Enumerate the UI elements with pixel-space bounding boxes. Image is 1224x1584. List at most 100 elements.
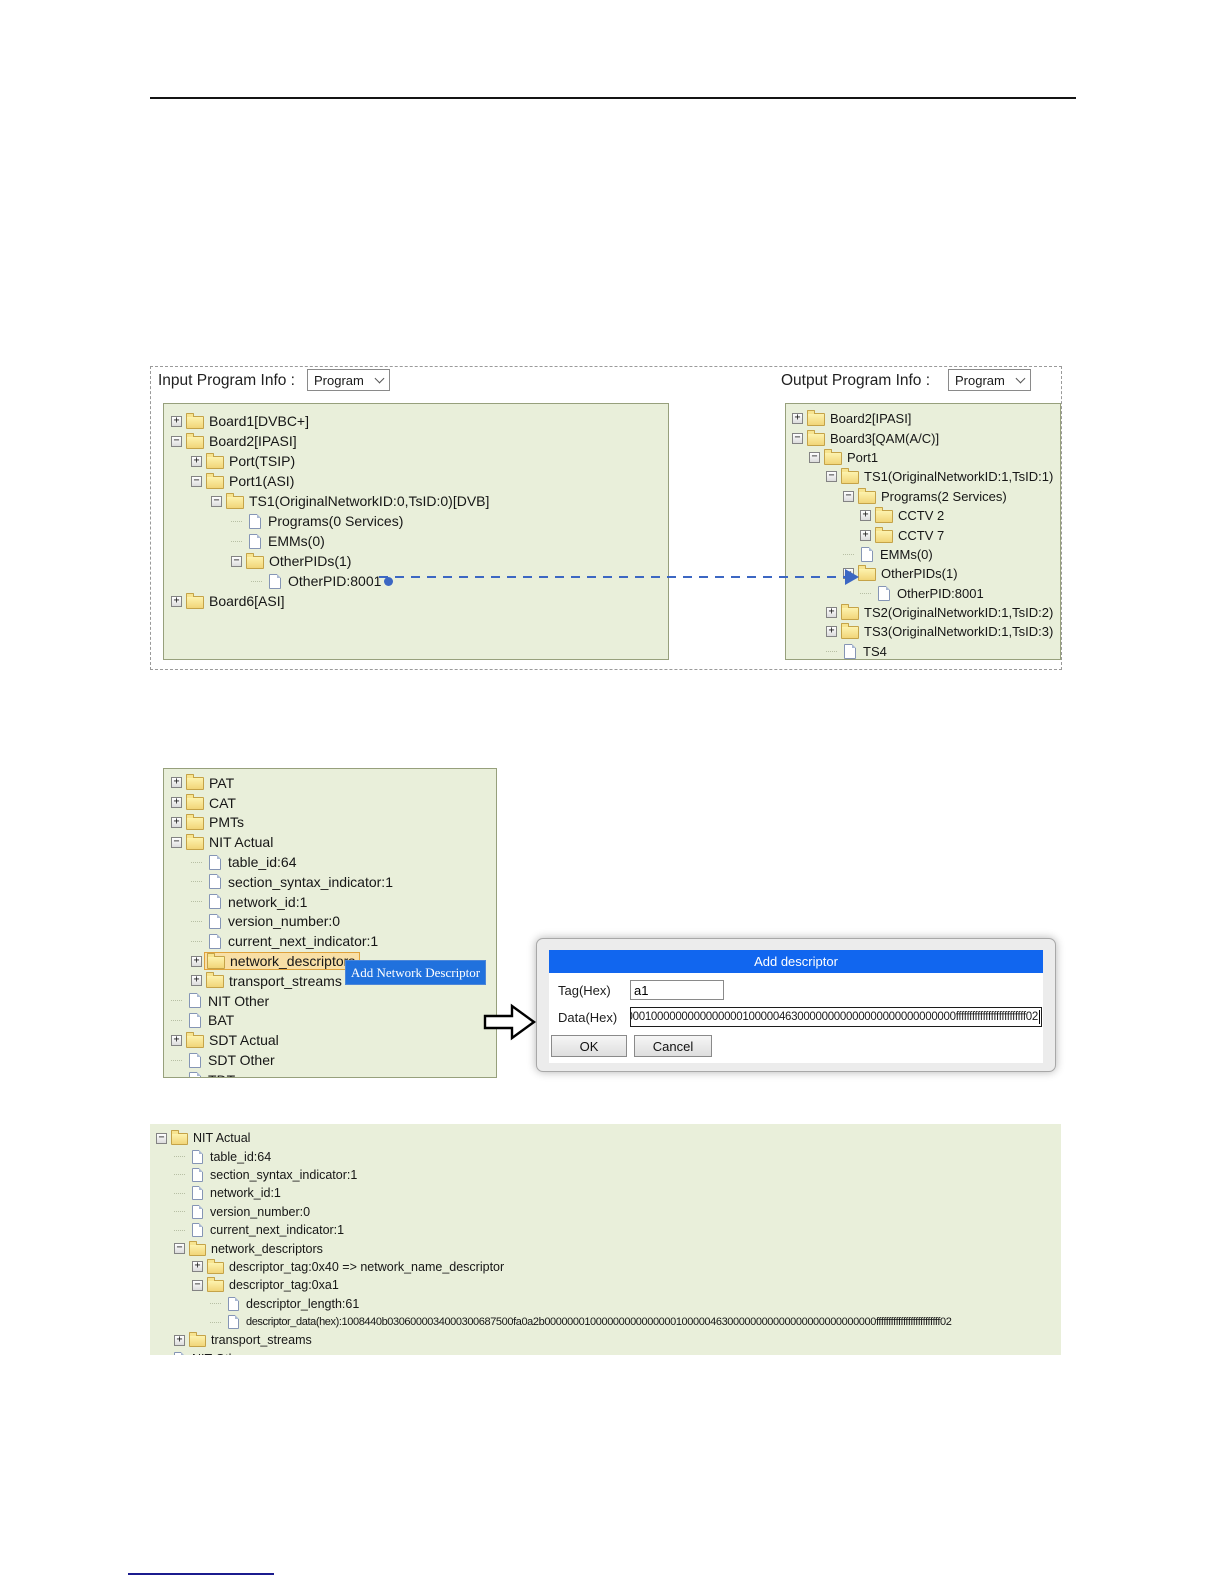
doc-icon: [192, 1204, 203, 1219]
collapse-minus-icon[interactable]: −: [171, 435, 182, 447]
tree-node[interactable]: OtherPID:8001: [171, 571, 668, 591]
collapse-minus-icon[interactable]: −: [809, 451, 820, 463]
expand-plus-icon[interactable]: +: [192, 1261, 203, 1273]
tree-node[interactable]: −OtherPIDs(1): [792, 564, 1060, 583]
tree-node[interactable]: −Board3[QAM(A/C)]: [792, 428, 1060, 447]
expand-plus-icon[interactable]: +: [171, 797, 182, 809]
selected-node-highlight[interactable]: network_descriptors: [204, 952, 361, 971]
expand-plus-icon[interactable]: +: [191, 455, 202, 467]
tree-node[interactable]: −network_descriptors: [156, 1239, 1061, 1257]
tree-label: SDT Actual: [209, 1032, 279, 1049]
expand-plus-icon[interactable]: +: [860, 510, 871, 522]
tree-node[interactable]: −Port1: [792, 448, 1060, 467]
tree-node[interactable]: −Board2[IPASI]: [171, 431, 668, 451]
tree-node[interactable]: EMMs(0): [792, 545, 1060, 564]
tree-node[interactable]: −TS1(OriginalNetworkID:1,TsID:1): [792, 467, 1060, 486]
expand-plus-icon[interactable]: +: [171, 595, 182, 607]
tree-node[interactable]: +Board6[ASI]: [171, 591, 668, 611]
tree-node[interactable]: +Port(TSIP): [171, 451, 668, 471]
expand-plus-icon[interactable]: +: [174, 1334, 185, 1346]
tree-label: network_descriptors: [230, 953, 356, 970]
tree-node[interactable]: +descriptor_tag:0x40 => network_name_des…: [156, 1258, 1061, 1276]
tree-node[interactable]: −descriptor_tag:0xa1: [156, 1276, 1061, 1294]
tree-node[interactable]: +CAT: [171, 793, 496, 813]
tree-node[interactable]: NIT Other: [171, 991, 496, 1011]
tree-node[interactable]: +CCTV 7: [792, 525, 1060, 544]
expand-plus-icon[interactable]: +: [171, 415, 182, 427]
doc-icon: [209, 933, 221, 949]
tree-node[interactable]: table_id:64: [171, 852, 496, 872]
tree-node[interactable]: +TS3(OriginalNetworkID:1,TsID:3): [792, 622, 1060, 641]
tree-node[interactable]: version_number:0: [171, 912, 496, 932]
expand-plus-icon[interactable]: +: [191, 975, 202, 987]
tree-node[interactable]: +transport_streams: [156, 1331, 1061, 1349]
tag-hex-input[interactable]: [630, 980, 724, 1000]
tree-node[interactable]: −Programs(2 Services): [792, 487, 1060, 506]
tree-node[interactable]: TS4: [792, 642, 1060, 659]
tree-node[interactable]: +transport_streams: [171, 971, 496, 991]
output-type-select[interactable]: Program: [948, 369, 1031, 391]
tree-node[interactable]: current_next_indicator:1: [156, 1221, 1061, 1239]
tree-node[interactable]: BAT: [171, 1011, 496, 1031]
doc-icon: [228, 1296, 239, 1311]
tree-node[interactable]: section_syntax_indicator:1: [171, 872, 496, 892]
collapse-minus-icon[interactable]: −: [826, 471, 837, 483]
input-type-select[interactable]: Program: [307, 369, 390, 391]
cancel-button[interactable]: Cancel: [634, 1035, 712, 1057]
doc-icon: [209, 894, 221, 910]
expand-plus-icon[interactable]: +: [792, 413, 803, 425]
tree-guide: [174, 1156, 185, 1158]
expand-plus-icon[interactable]: +: [826, 626, 837, 638]
tree-node[interactable]: +PMTs: [171, 813, 496, 833]
collapse-minus-icon[interactable]: −: [192, 1279, 203, 1291]
expand-plus-icon[interactable]: +: [860, 529, 871, 541]
tree-node[interactable]: +Board1[DVBC+]: [171, 411, 668, 431]
tree-node[interactable]: current_next_indicator:1: [171, 931, 496, 951]
collapse-minus-icon[interactable]: −: [174, 1243, 185, 1255]
tree-node[interactable]: +PAT: [171, 773, 496, 793]
tree-node[interactable]: section_syntax_indicator:1: [156, 1166, 1061, 1184]
tree-node[interactable]: version_number:0: [156, 1203, 1061, 1221]
tree-label: Board2[IPASI]: [830, 411, 912, 427]
tree-node[interactable]: network_id:1: [171, 892, 496, 912]
tree-node[interactable]: table_id:64: [156, 1147, 1061, 1165]
tree-node[interactable]: Programs(0 Services): [171, 511, 668, 531]
expand-plus-icon[interactable]: +: [171, 1034, 182, 1046]
expand-plus-icon[interactable]: +: [171, 777, 182, 789]
expand-plus-icon[interactable]: +: [826, 607, 837, 619]
tree-node[interactable]: network_id:1: [156, 1184, 1061, 1202]
folder-icon: [875, 507, 893, 524]
collapse-minus-icon[interactable]: −: [843, 490, 854, 502]
collapse-minus-icon[interactable]: −: [211, 495, 222, 507]
expand-plus-icon[interactable]: +: [171, 816, 182, 828]
tree-node[interactable]: +TS2(OriginalNetworkID:1,TsID:2): [792, 603, 1060, 622]
collapse-minus-icon[interactable]: −: [792, 432, 803, 444]
collapse-minus-icon[interactable]: −: [156, 1132, 167, 1144]
tree-node[interactable]: −NIT Actual: [171, 832, 496, 852]
ok-button[interactable]: OK: [551, 1035, 627, 1057]
tree-node[interactable]: TDT: [171, 1070, 496, 1077]
folder-icon: [207, 1277, 224, 1293]
collapse-minus-icon[interactable]: −: [231, 555, 242, 567]
tree-indent: [792, 457, 809, 458]
tree-node[interactable]: −NIT Actual: [156, 1129, 1061, 1147]
tree-node[interactable]: OtherPID:8001: [792, 584, 1060, 603]
collapse-minus-icon[interactable]: −: [191, 475, 202, 487]
collapse-minus-icon[interactable]: −: [171, 836, 182, 848]
expand-plus-icon[interactable]: +: [191, 955, 202, 967]
tree-node[interactable]: −Port1(ASI): [171, 471, 668, 491]
tree-node[interactable]: + network_descriptors: [171, 951, 496, 971]
tree-node[interactable]: −TS1(OriginalNetworkID:0,TsID:0)[DVB]: [171, 491, 668, 511]
tree-node[interactable]: +CCTV 2: [792, 506, 1060, 525]
data-hex-input[interactable]: 1008440b0306000034000300687500fa0a2b0000…: [630, 1007, 1042, 1027]
tree-node[interactable]: + SDT Actual: [171, 1030, 496, 1050]
tree-node[interactable]: SDT Other: [171, 1050, 496, 1070]
tree-node[interactable]: −OtherPIDs(1): [171, 551, 668, 571]
tree-node[interactable]: descriptor_length:61: [156, 1295, 1061, 1313]
tree-node[interactable]: EMMs(0): [171, 531, 668, 551]
add-network-descriptor-menu-item[interactable]: Add Network Descriptor: [345, 960, 486, 985]
tree-node[interactable]: + Board2[IPASI]: [792, 409, 1060, 428]
folder-icon: [186, 1031, 204, 1048]
tree-node[interactable]: NIT Other: [156, 1350, 1061, 1355]
tree-node[interactable]: descriptor_data(hex):1008440b03060000340…: [156, 1313, 1061, 1331]
